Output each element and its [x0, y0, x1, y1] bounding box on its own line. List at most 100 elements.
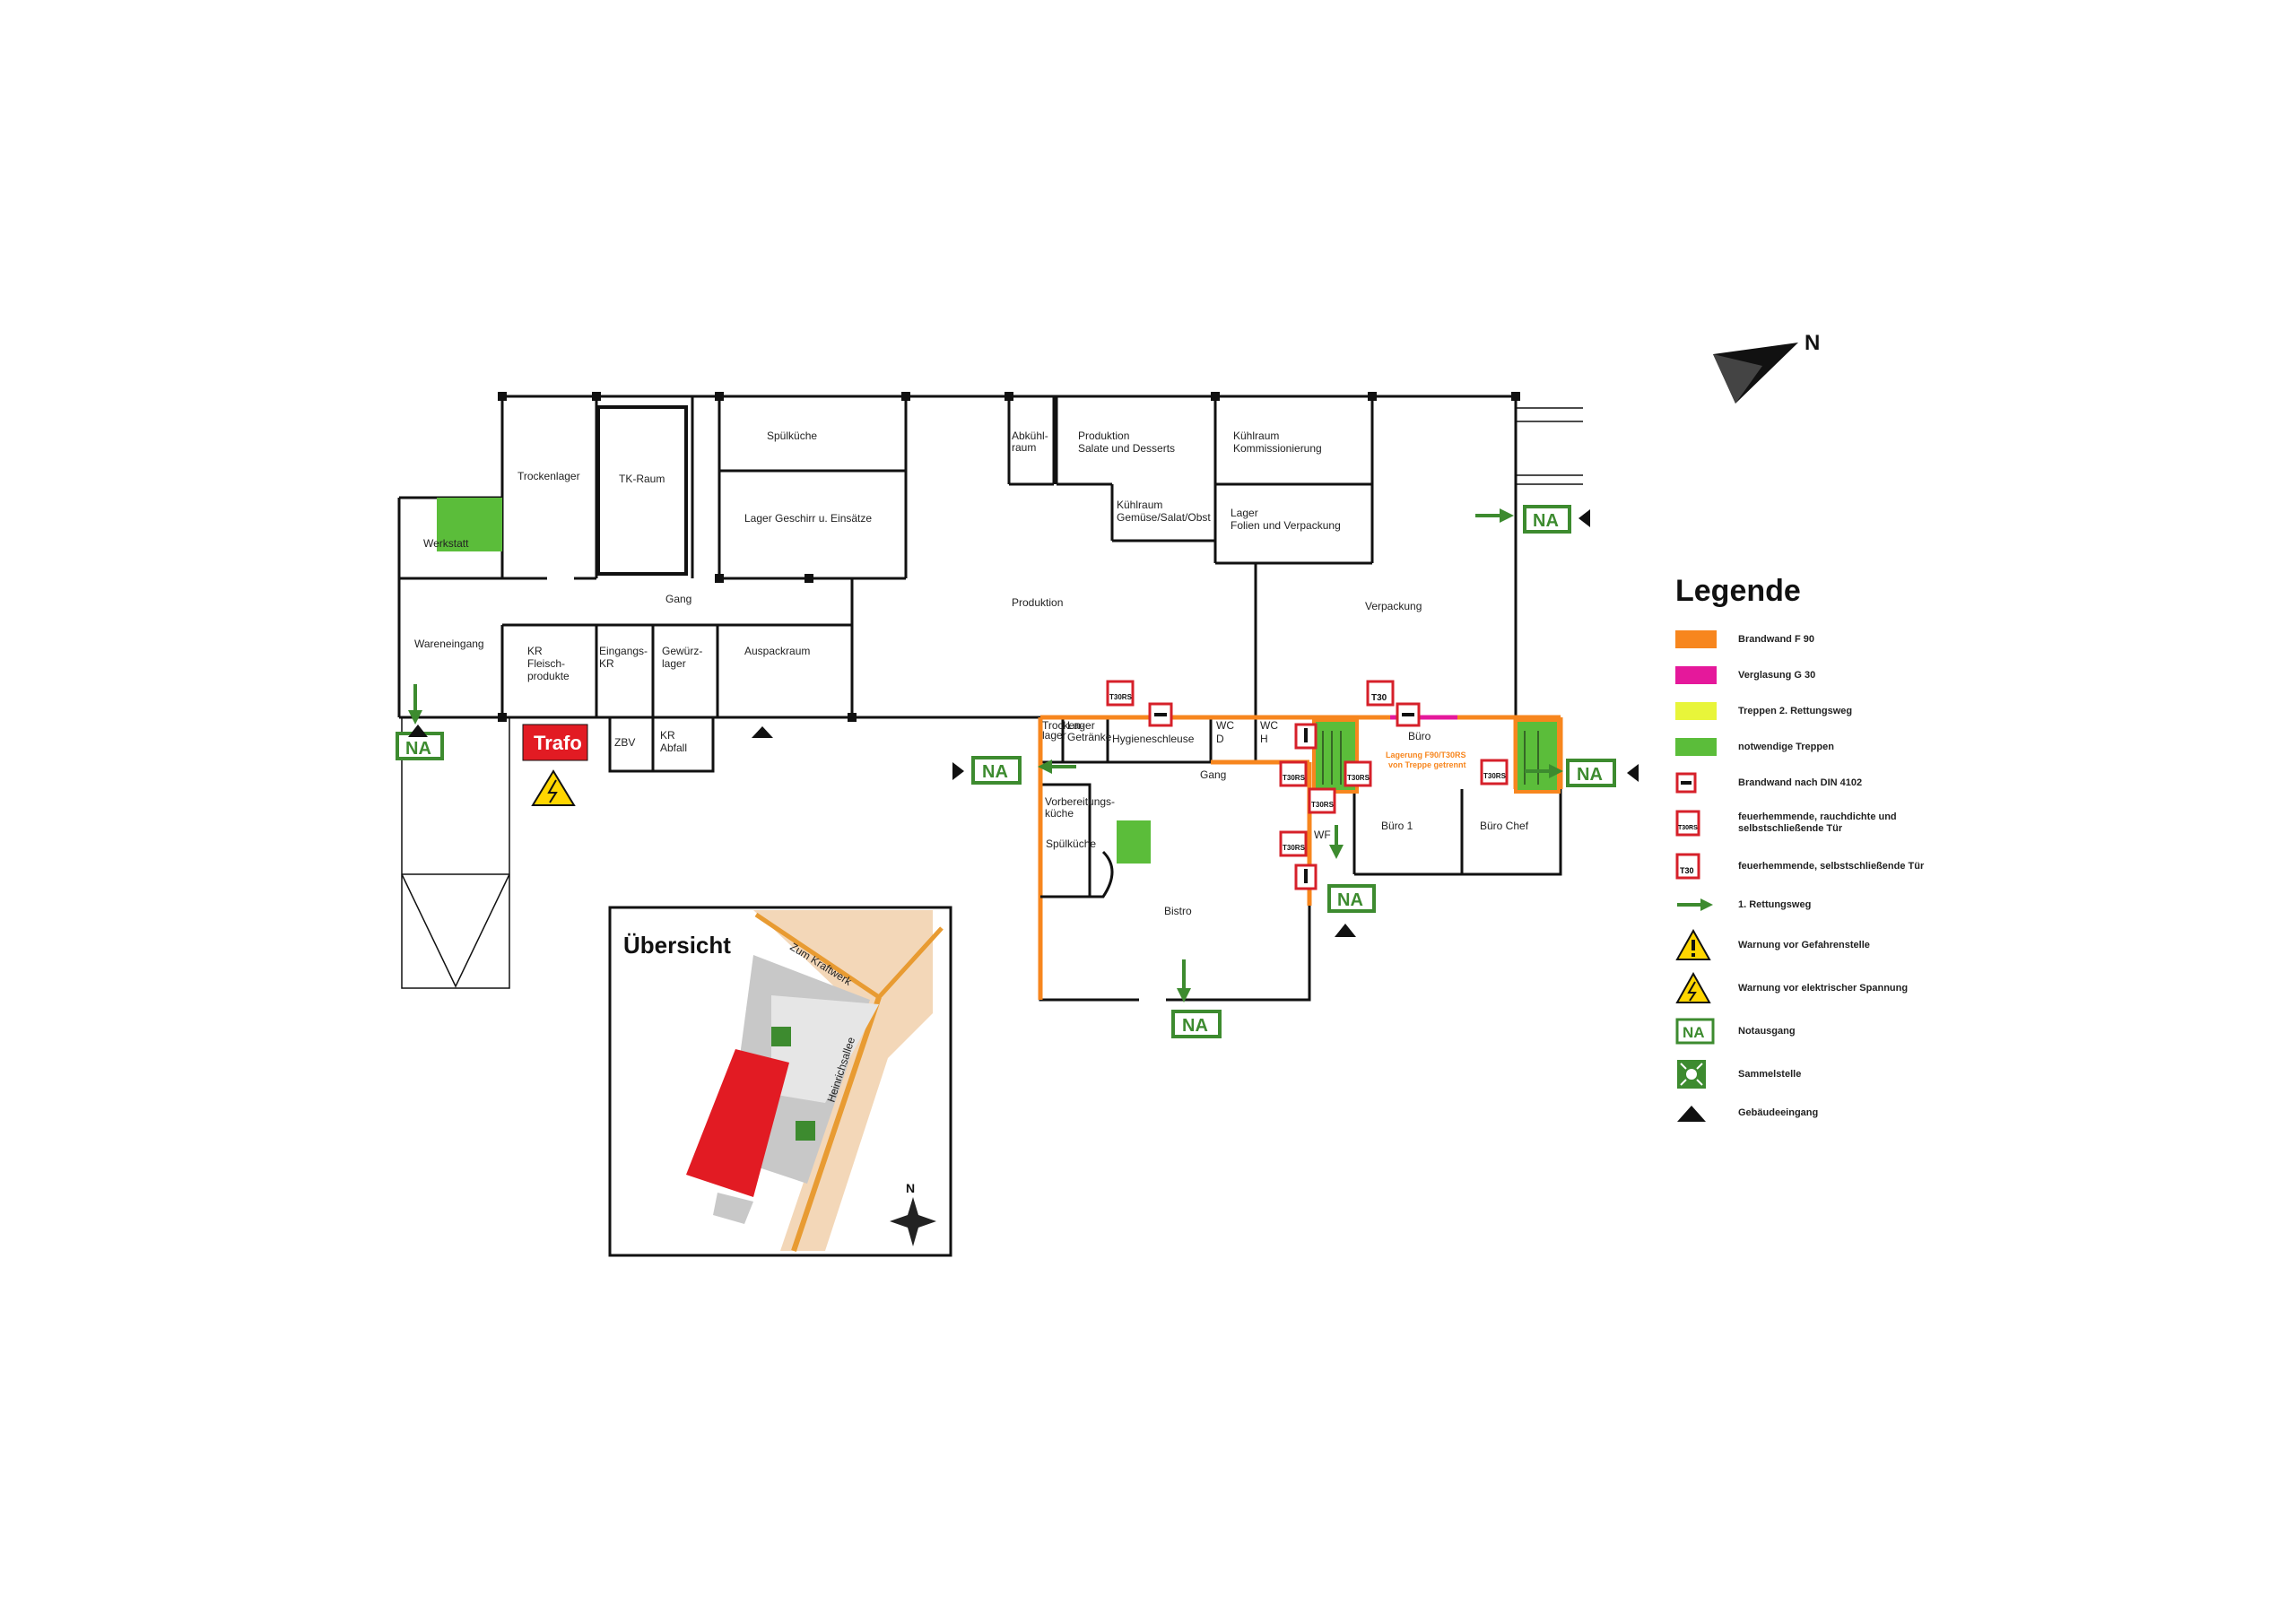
fire-wall-din-icon-4	[1294, 864, 1318, 890]
room-kuehlraum-komm-2: Kommissionierung	[1233, 442, 1322, 455]
room-wc-h-1: WC	[1260, 719, 1278, 732]
room-wc-d-2: D	[1216, 733, 1224, 745]
danger-warning-icon	[1675, 929, 1711, 960]
svg-text:T30RS: T30RS	[1311, 801, 1335, 809]
room-produktion: Produktion	[1012, 596, 1063, 609]
overview-title: Übersicht	[623, 932, 731, 959]
legend-item-verglasung: Verglasung G 30	[1675, 664, 2034, 686]
legend-label: Verglasung G 30	[1738, 669, 1816, 681]
legend-label: feuerhemmende, selbstschließende Tür	[1738, 860, 1925, 872]
na-sign-verpackung: NA	[1523, 505, 1571, 534]
legend-label: Brandwand nach DIN 4102	[1738, 777, 1863, 788]
fire-wall-din-icon-2	[1396, 702, 1421, 727]
legend-item-notwendige-treppen: notwendige Treppen	[1675, 736, 2034, 758]
room-werkstatt: Werkstatt	[423, 537, 469, 550]
fire-door-t30-icon: T30	[1675, 853, 1700, 880]
room-gewuerz-2: lager	[662, 657, 686, 670]
legend-label: Warnung vor elektrischer Spannung	[1738, 982, 1909, 994]
room-lager-geschirr: Lager Geschirr u. Einsätze	[744, 512, 872, 525]
fire-door-t30-icon: T30	[1366, 680, 1395, 707]
svg-text:T30RS: T30RS	[1678, 825, 1698, 831]
legend-label: Treppen 2. Rettungsweg	[1738, 705, 1853, 716]
svg-text:NA: NA	[1533, 511, 1559, 531]
north-arrow-icon: N	[1713, 331, 1820, 404]
room-spuelkueche-top: Spülküche	[767, 430, 817, 442]
legend: Legende Brandwand F 90 Verglasung G 30 T…	[1675, 574, 2034, 1138]
svg-text:T30: T30	[1680, 866, 1694, 875]
room-kuehlraum-gemuese-2: Gemüse/Salat/Obst	[1117, 511, 1211, 524]
room-eingangs-kr-1: Eingangs-	[599, 645, 648, 657]
room-kr-abfall-2: Abfall	[660, 742, 687, 754]
na-sign-east: NA	[1566, 759, 1616, 787]
room-abkuehl-2: raum	[1012, 441, 1036, 454]
assembly-point-icon	[1677, 1060, 1706, 1089]
legend-item-brandwand-din: Brandwand nach DIN 4102	[1675, 772, 2034, 794]
room-wc-h-2: H	[1260, 733, 1268, 745]
room-produktion-salate-2: Salate und Desserts	[1078, 442, 1175, 455]
room-lager-folien-2: Folien und Verpackung	[1231, 519, 1341, 532]
legend-label: Brandwand F 90	[1738, 633, 1814, 645]
overview-compass-icon: N	[890, 1181, 936, 1246]
legend-item-rettungsweg: 1. Rettungsweg	[1675, 894, 2034, 916]
room-gang-top: Gang	[665, 593, 691, 605]
svg-text:T30: T30	[1371, 693, 1387, 703]
svg-text:NA: NA	[405, 739, 431, 759]
room-gang-bottom: Gang	[1200, 768, 1226, 781]
emergency-exit-icon: NA	[1675, 1018, 1715, 1045]
room-buero: Büro	[1408, 730, 1431, 742]
legend-label: Notausgang	[1738, 1025, 1796, 1037]
curved-wall	[1040, 850, 1114, 898]
room-wf: WF	[1314, 829, 1331, 841]
room-kuehlraum-gemuese-1: Kühlraum	[1117, 499, 1162, 511]
room-vorbereitung-2: küche	[1045, 807, 1074, 820]
room-buero1: Büro 1	[1381, 820, 1413, 832]
svg-text:Trafo: Trafo	[534, 732, 582, 754]
svg-text:NA: NA	[1577, 765, 1603, 785]
legend-label-line-1: feuerhemmende, rauchdichte und	[1738, 812, 1897, 822]
legend-label: notwendige Treppen	[1738, 741, 1834, 752]
fire-wall-din-icon-3	[1294, 723, 1318, 750]
fire-wall-swatch	[1675, 630, 1717, 648]
room-vorbereitung-1: Vorbereitungs-	[1045, 795, 1115, 808]
fire-wall-din-icon	[1148, 702, 1173, 727]
fire-door-t30rs-icon-4: T30RS	[1344, 760, 1372, 787]
legend-label: Gebäudeeingang	[1738, 1107, 1819, 1118]
room-wc-d-1: WC	[1216, 719, 1234, 732]
room-trockenlager-small-1: Trocken-	[1042, 719, 1084, 732]
escape-route-arrow-icon	[1677, 898, 1713, 911]
svg-text:NA: NA	[1182, 1016, 1208, 1036]
legend-label: Warnung vor Gefahrenstelle	[1738, 939, 1870, 950]
legend-label: Sammelstelle	[1738, 1068, 1802, 1080]
fire-door-t30rs-icon-2: T30RS	[1279, 760, 1308, 787]
svg-text:T30RS: T30RS	[1109, 693, 1133, 701]
stairs-secondary-swatch	[1675, 702, 1717, 720]
na-sign-wareneingang: NA	[396, 732, 444, 760]
room-trockenlager-small-2: lager	[1042, 729, 1066, 742]
building-entrance-icon	[1677, 1106, 1706, 1122]
room-bistro: Bistro	[1164, 905, 1192, 917]
glazing-swatch	[1675, 666, 1717, 684]
room-buero-chef: Büro Chef	[1480, 820, 1529, 832]
legend-item-sammelstelle: Sammelstelle	[1675, 1059, 2034, 1089]
legend-item-spannung: Warnung vor elektrischer Spannung	[1675, 972, 2034, 1003]
na-sign-west: NA	[971, 756, 1022, 785]
legend-item-brandwand-f90: Brandwand F 90	[1675, 629, 2034, 650]
room-kr-fleisch-1: KR	[527, 645, 543, 657]
fire-door-t30rs-icon-6: T30RS	[1279, 830, 1308, 857]
building-entrance-icons	[408, 509, 1639, 937]
svg-text:T30RS: T30RS	[1347, 774, 1370, 782]
room-auspackraum: Auspackraum	[744, 645, 810, 657]
room-kr-abfall-1: KR	[660, 729, 675, 742]
room-kuehlraum-komm-1: Kühlraum	[1233, 430, 1279, 442]
room-verpackung: Verpackung	[1365, 600, 1422, 612]
legend-label: 1. Rettungsweg	[1738, 898, 1812, 910]
overview-compass-label: N	[906, 1181, 915, 1195]
room-trockenlager: Trockenlager	[517, 470, 580, 482]
svg-text:T30RS: T30RS	[1483, 772, 1507, 780]
room-lagerung-2: von Treppe getrennt	[1388, 760, 1466, 769]
electrical-warning-icon	[1675, 972, 1711, 1003]
svg-text:T30RS: T30RS	[1283, 844, 1306, 852]
legend-title: Legende	[1675, 574, 1801, 608]
room-tk-raum: TK-Raum	[619, 473, 665, 485]
escape-arrows	[408, 508, 1563, 1002]
